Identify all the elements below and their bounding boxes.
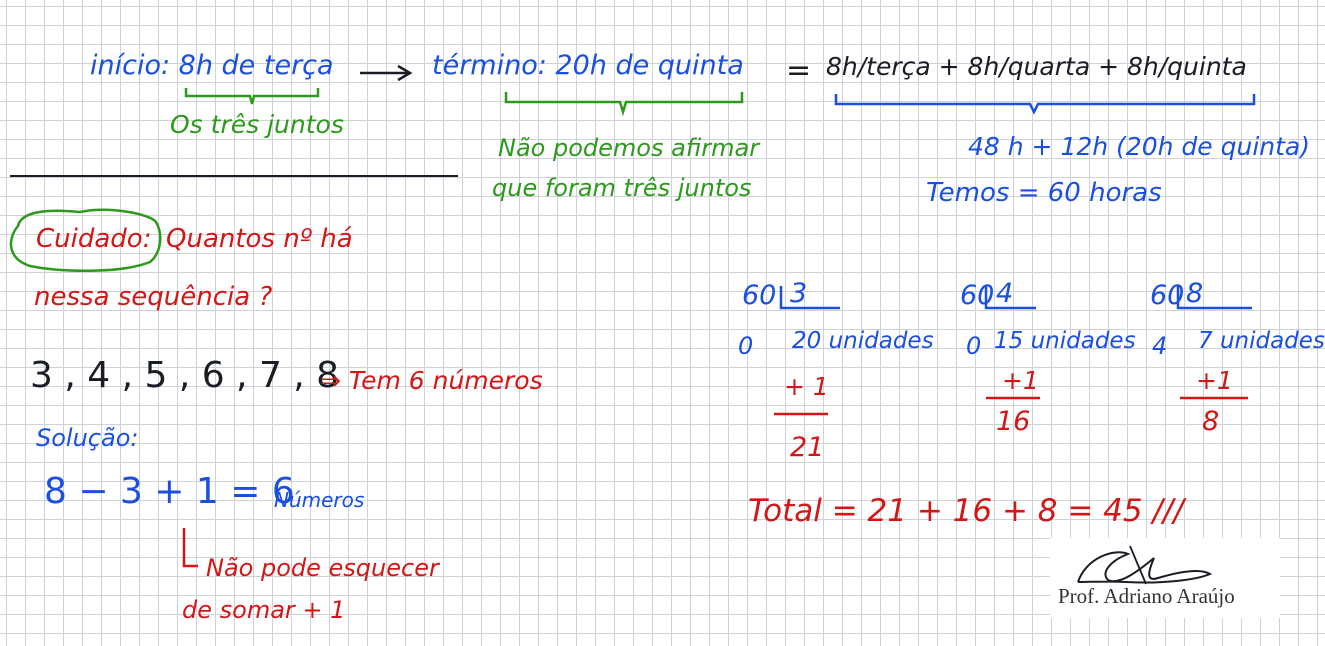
division-3-result: 8	[1202, 406, 1220, 437]
brace-breakdown	[834, 94, 1256, 115]
nao-podemos-line1: Não podemos afirmar	[498, 134, 760, 162]
solution-formula: 8 − 3 + 1 = 6	[44, 471, 295, 512]
signature-name: Prof. Adriano Araújo	[1058, 584, 1235, 608]
division-3-dividend: 60	[1150, 280, 1185, 311]
division-1-dividend: 60	[742, 280, 777, 311]
total-line: Total = 21 + 16 + 8 = 45 ///	[748, 493, 1184, 529]
division-2-quotient: 15 unidades	[994, 328, 1136, 354]
hook-arrow	[182, 528, 198, 568]
division-2-plus: +1	[1002, 366, 1039, 395]
division-3-remainder: 4	[1152, 332, 1168, 360]
solution-numeros: Números	[274, 488, 365, 512]
signature-block: Prof. Adriano Araújo	[1050, 538, 1280, 618]
nao-podemos-line2: que foram três juntos	[492, 174, 752, 202]
signature-scribble	[1077, 545, 1213, 585]
division-2-dividend: 60	[960, 280, 995, 311]
division-1-remainder: 0	[738, 332, 754, 360]
cuidado-label: Cuidado:	[36, 224, 152, 254]
number-sequence: 3 , 4 , 5 , 6 , 7 , 8	[30, 355, 340, 396]
cuidado-question-1: Quantos nº há	[166, 224, 353, 254]
division-3-divisor: 8	[1186, 278, 1204, 309]
equals-sign: =	[786, 53, 812, 88]
inicio-text: início: 8h de terça	[90, 50, 334, 81]
division-1-result: 21	[790, 432, 825, 463]
temos-horas: Temos = 60 horas	[926, 178, 1162, 208]
hours-breakdown: 8h/terça + 8h/quarta + 8h/quinta	[826, 52, 1247, 81]
note-nao-esquecer: Não pode esquecer	[206, 554, 439, 582]
division-3-plus: +1	[1196, 366, 1233, 395]
brace-termino	[504, 92, 744, 117]
solucao-label: Solução:	[36, 424, 139, 452]
tem-numeros: ⇒ Tem 6 números	[320, 366, 543, 395]
division-2-divisor: 4	[996, 278, 1014, 309]
brace-inicio	[184, 88, 320, 105]
hours-sum: 48 h + 12h (20h de quinta)	[968, 132, 1310, 161]
division-2-remainder: 0	[966, 332, 982, 360]
division-1-plus: + 1	[784, 372, 829, 401]
note-somar-mais-um: de somar + 1	[182, 596, 346, 624]
tres-juntos-text: Os três juntos	[170, 110, 344, 139]
arrow-right	[360, 64, 413, 82]
division-1-divisor: 3	[790, 278, 808, 309]
termino-text: término: 20h de quinta	[432, 50, 744, 81]
division-2-result: 16	[996, 406, 1031, 437]
division-1-quotient: 20 unidades	[792, 328, 934, 354]
division-3-quotient: 7 unidades	[1198, 328, 1325, 354]
cuidado-question-2: nessa sequência ?	[34, 282, 273, 312]
